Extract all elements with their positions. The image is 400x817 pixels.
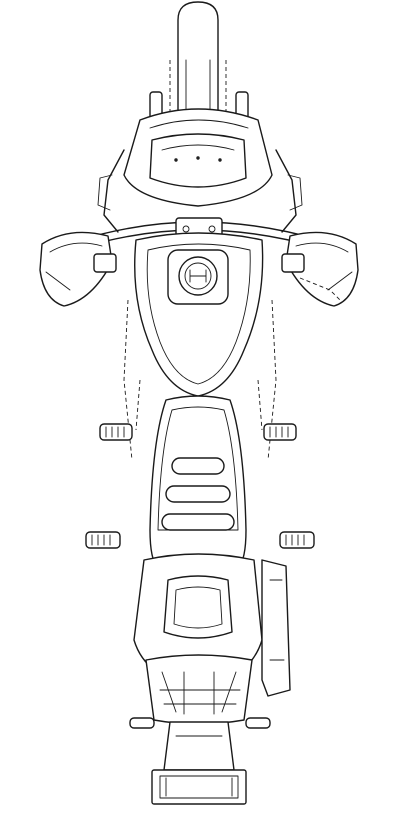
- rear-fender: [163, 721, 235, 771]
- fuel-cap: [167, 249, 229, 305]
- passenger-footpegs: [85, 531, 315, 549]
- rear-rack: [145, 654, 253, 725]
- rider-footpegs: [99, 423, 297, 441]
- front-fairing: [123, 108, 273, 207]
- right-hand-guard: [281, 231, 359, 307]
- tail-section: [133, 553, 263, 685]
- seat: [149, 395, 247, 569]
- left-hand-guard: [39, 231, 117, 307]
- front-wheel: [177, 1, 219, 121]
- rear-turn-signals: [129, 717, 271, 729]
- front-fork-hidden-lines: [169, 60, 227, 120]
- exhaust-muffler: [261, 559, 291, 697]
- fuel-tank: [134, 232, 264, 397]
- fairing-side-panels: [97, 149, 303, 233]
- license-plate: [151, 769, 247, 805]
